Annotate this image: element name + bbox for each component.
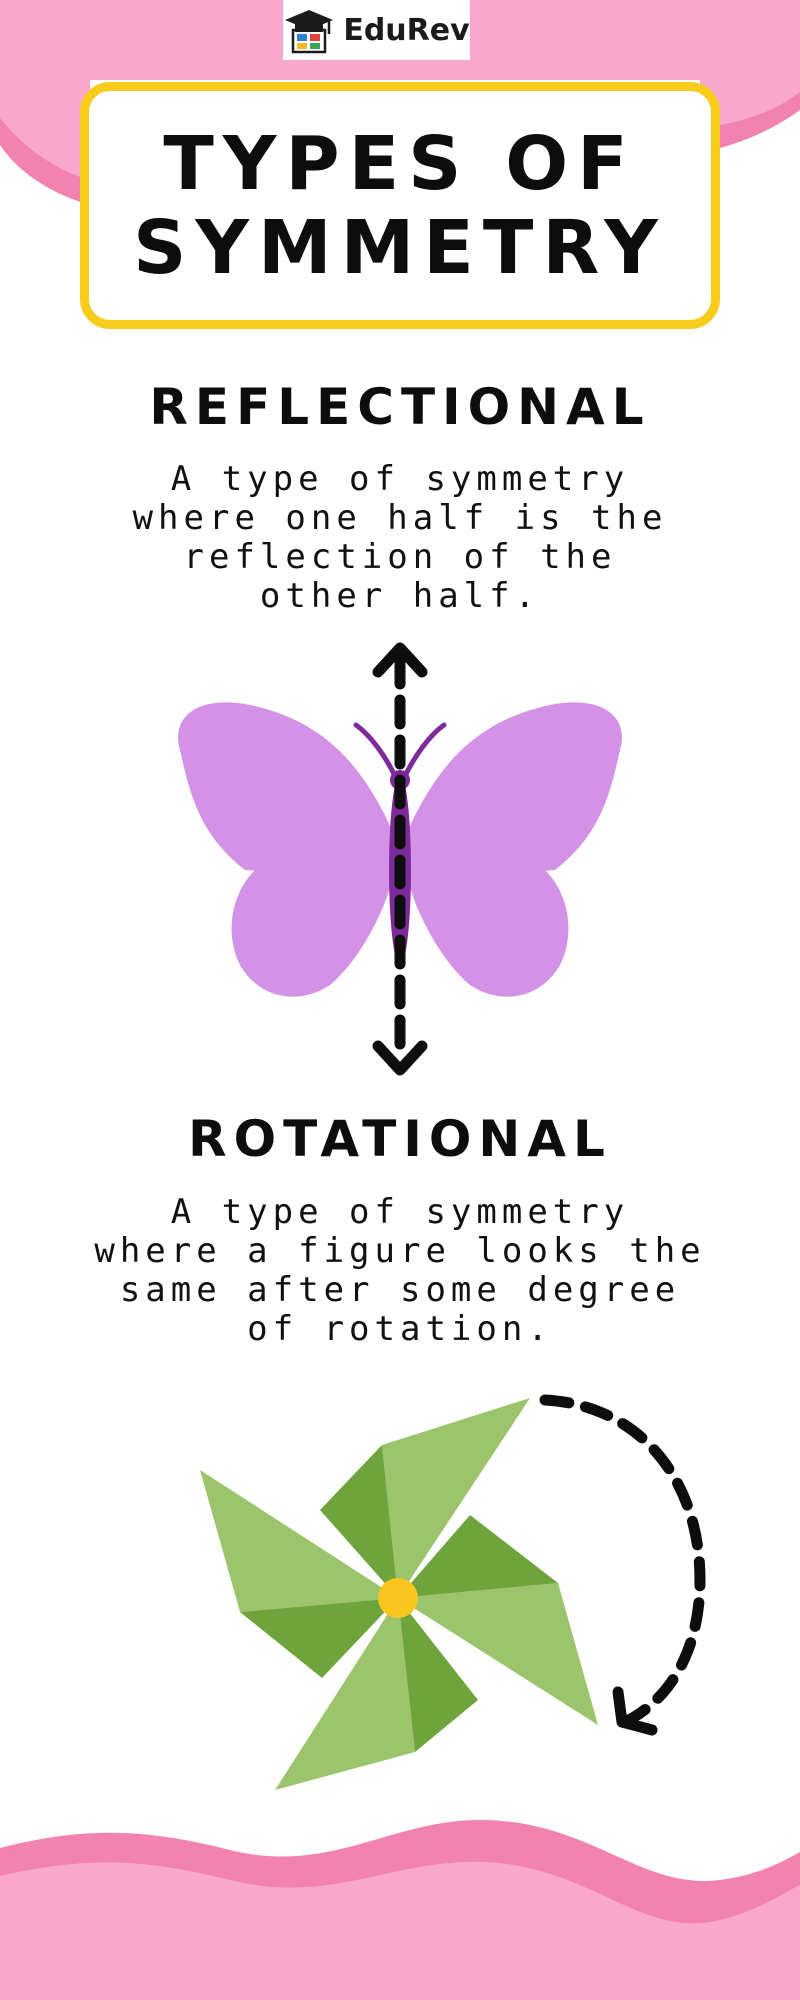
rotational-line-3: same after some degree	[119, 1270, 681, 1310]
title-line-2: SYMMETRY	[133, 204, 667, 291]
reflectional-line-1: A type of symmetry	[170, 459, 630, 499]
rotational-description: A type of symmetry where a figure looks …	[40, 1193, 760, 1349]
graduation-cap-icon	[285, 10, 334, 54]
bottom-wave-light	[0, 1861, 800, 2000]
rotational-line-2: where a figure looks the	[94, 1231, 706, 1271]
edurev-logo[interactable]: EduRev	[283, 0, 470, 60]
reflectional-line-3: reflection of the	[183, 537, 617, 577]
rotational-heading: ROTATIONAL	[188, 1110, 612, 1168]
reflectional-line-2: where one half is the	[132, 498, 668, 538]
reflectional-heading: REFLECTIONAL	[149, 378, 651, 436]
reflectional-line-4: other half.	[259, 576, 541, 616]
brand-name: EduRev	[343, 12, 470, 48]
title-card: TYPES OF SYMMETRY	[80, 82, 720, 329]
rotational-line-1: A type of symmetry	[170, 1192, 630, 1232]
top-right-wave	[700, 0, 800, 126]
title-line-1: TYPES OF	[163, 120, 637, 207]
rotational-line-4: of rotation.	[247, 1309, 553, 1349]
reflectional-description: A type of symmetry where one half is the…	[40, 460, 760, 616]
